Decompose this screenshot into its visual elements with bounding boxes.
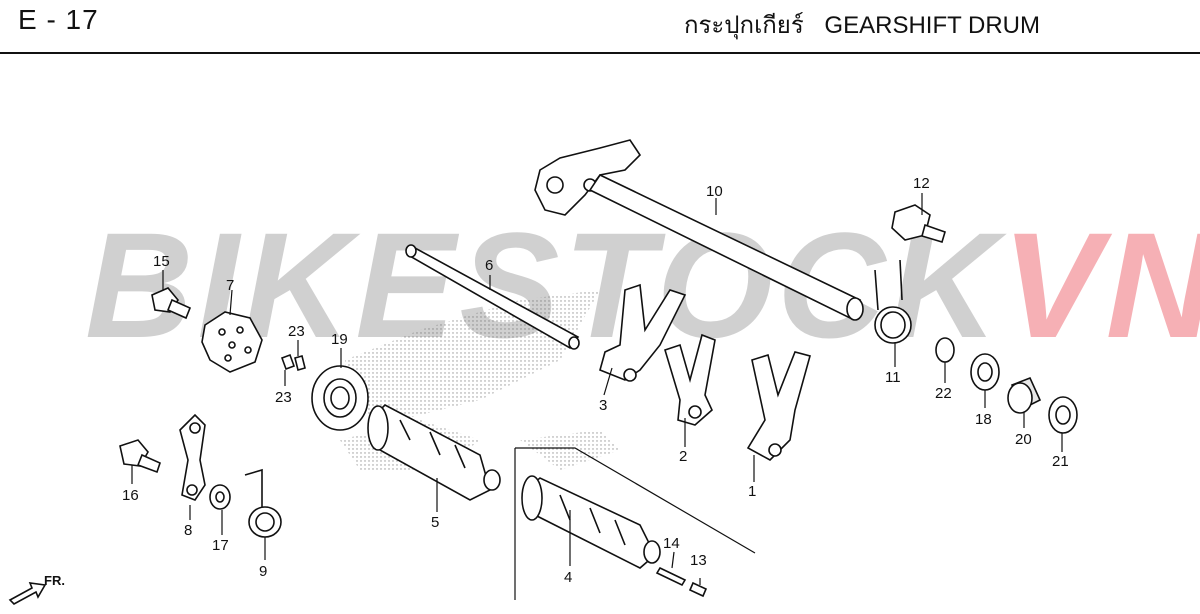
part-2-shift-fork[interactable]: [664, 333, 716, 426]
shading-area: [520, 430, 620, 470]
callout-23-upper[interactable]: 23: [288, 323, 305, 340]
callout-21[interactable]: 21: [1052, 453, 1069, 470]
part-18-washer[interactable]: [970, 353, 1000, 391]
callout-2[interactable]: 2: [679, 448, 687, 465]
page-title-thai: กระปุกเกียร์: [683, 11, 804, 39]
leader-line: [229, 289, 233, 316]
part-3-shift-fork[interactable]: [599, 283, 687, 382]
callout-17[interactable]: 17: [212, 537, 229, 554]
shading-area: [345, 290, 600, 420]
page-code: E - 17: [18, 4, 99, 35]
callout-19[interactable]: 19: [331, 331, 348, 348]
part-7-drum-center-plate[interactable]: [201, 311, 263, 373]
part-21-oil-seal[interactable]: [1048, 396, 1078, 434]
page-title-english: GEARSHIFT DRUM: [824, 12, 1040, 39]
callout-13[interactable]: 13: [690, 552, 707, 569]
part-5-shift-drum[interactable]: [367, 404, 501, 501]
callout-16[interactable]: 16: [122, 487, 139, 504]
callout-14[interactable]: 14: [663, 535, 680, 552]
callout-10[interactable]: 10: [706, 183, 723, 200]
part-4-shift-drum[interactable]: [521, 475, 661, 569]
part-16-bolt[interactable]: [119, 439, 161, 474]
callout-5[interactable]: 5: [431, 514, 439, 531]
callout-22[interactable]: 22: [935, 385, 952, 402]
part-13-pin[interactable]: [688, 581, 708, 598]
callout-6[interactable]: 6: [485, 257, 493, 274]
callout-12[interactable]: 12: [913, 175, 930, 192]
callout-11[interactable]: 11: [885, 369, 901, 386]
front-direction-arrow: FR.: [8, 573, 65, 605]
callout-20[interactable]: 20: [1015, 431, 1032, 448]
part-19-bearing[interactable]: [311, 365, 369, 431]
part-11-return-spring[interactable]: [874, 259, 912, 344]
group-bracket-line: [515, 447, 756, 554]
callout-1[interactable]: 1: [748, 483, 756, 500]
part-10-shift-spindle[interactable]: [534, 139, 864, 321]
page-title: กระปุกเกียร์ GEARSHIFT DRUM: [684, 5, 1040, 44]
callout-15[interactable]: 15: [153, 253, 170, 270]
callout-18[interactable]: 18: [975, 411, 992, 428]
callout-7[interactable]: 7: [226, 277, 234, 294]
part-14-spring[interactable]: [655, 566, 687, 587]
part-22-circlip[interactable]: [935, 337, 955, 363]
front-direction-label: FR.: [44, 573, 65, 588]
part-15-bolt[interactable]: [151, 287, 192, 320]
part-9-stopper-spring[interactable]: [244, 468, 282, 538]
part-6-fork-shaft[interactable]: [405, 244, 580, 350]
part-23-dowel-pin[interactable]: [280, 353, 306, 371]
callout-8[interactable]: 8: [184, 522, 192, 539]
callout-9[interactable]: 9: [259, 563, 267, 580]
part-17-washer[interactable]: [209, 484, 231, 510]
callout-3[interactable]: 3: [599, 397, 607, 414]
part-8-stopper-arm[interactable]: [179, 413, 206, 501]
part-12-bolt[interactable]: [891, 204, 946, 243]
leader-line: [603, 367, 613, 396]
part-20-needle-bearing[interactable]: [1007, 376, 1042, 414]
callout-4[interactable]: 4: [564, 569, 572, 586]
callout-23-lower[interactable]: 23: [275, 389, 292, 406]
leader-line: [671, 551, 675, 569]
header-divider: [0, 52, 1200, 54]
part-1-shift-fork[interactable]: [746, 351, 811, 461]
